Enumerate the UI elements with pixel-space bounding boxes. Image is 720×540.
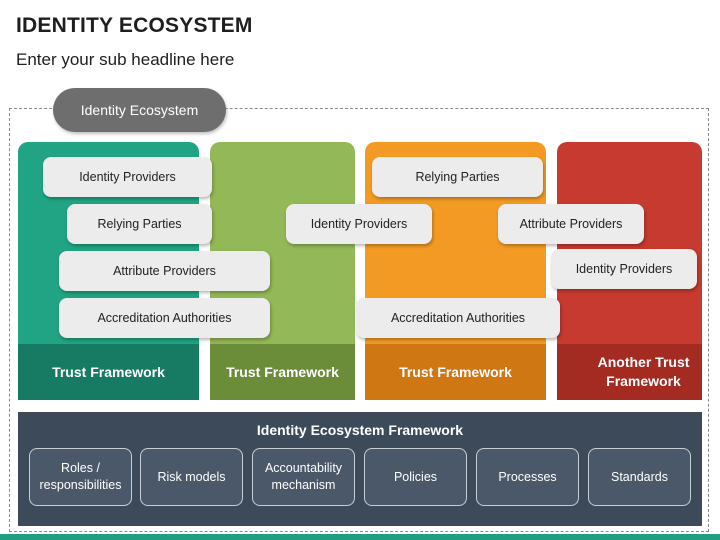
page-title: IDENTITY ECOSYSTEM: [16, 14, 253, 37]
ecosystem-frame: [9, 108, 709, 532]
identity-ecosystem-framework-panel: Identity Ecosystem Framework Roles / res…: [18, 412, 702, 526]
relying-parties-card-1: Relying Parties: [67, 204, 212, 244]
ecosystem-label: Identity Ecosystem: [53, 88, 226, 132]
identity-providers-card-3: Identity Providers: [551, 249, 697, 289]
framework-item-accountability: Accountability mechanism: [252, 448, 355, 506]
trust-framework-column-2: Trust Framework: [210, 142, 355, 400]
trust-framework-label-2: Trust Framework: [210, 344, 355, 400]
bottom-accent-bar: [0, 534, 720, 540]
framework-title: Identity Ecosystem Framework: [256, 422, 464, 438]
framework-item-standards: Standards: [588, 448, 691, 506]
trust-framework-label-3: Trust Framework: [365, 344, 546, 400]
relying-parties-card-2: Relying Parties: [372, 157, 543, 197]
identity-providers-card-1: Identity Providers: [43, 157, 212, 197]
accreditation-authorities-card-2: Accreditation Authorities: [356, 298, 560, 338]
trust-framework-label-1: Trust Framework: [18, 344, 199, 400]
framework-item-roles: Roles / responsibilities: [29, 448, 132, 506]
accreditation-authorities-card-1: Accreditation Authorities: [59, 298, 270, 338]
framework-item-processes: Processes: [476, 448, 579, 506]
attribute-providers-card-1: Attribute Providers: [59, 251, 270, 291]
framework-item-risk-models: Risk models: [140, 448, 243, 506]
page-subtitle: Enter your sub headline here: [16, 50, 235, 69]
another-trust-framework-label: Another Trust Framework: [557, 344, 702, 400]
framework-item-policies: Policies: [364, 448, 467, 506]
attribute-providers-card-2: Attribute Providers: [498, 204, 644, 244]
identity-providers-card-2: Identity Providers: [286, 204, 432, 244]
